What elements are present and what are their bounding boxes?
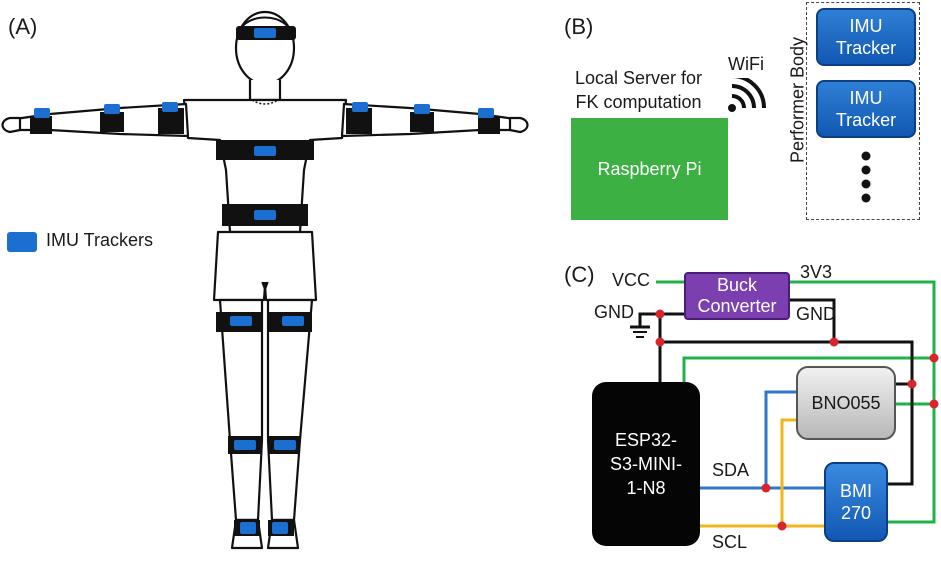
panel-c-label: (C) [564, 262, 595, 287]
legend-tracker-swatch [7, 232, 37, 252]
esp-line1: ESP32- [614, 430, 678, 450]
junction-1 [655, 309, 665, 319]
tracker-head [254, 28, 276, 38]
imu-tracker-2-line2: Tracker [835, 110, 897, 130]
esp32-module: ESP32- S3-MINI- 1-N8 [592, 382, 700, 546]
tracker-right-upperarm [352, 102, 368, 112]
tracker-chest [254, 146, 276, 156]
gnd-line-b [660, 340, 914, 486]
human-body-figure [1, 10, 529, 550]
esp-line3: 1-N8 [626, 478, 666, 498]
bmi-line2: 270 [840, 503, 872, 523]
junction-3 [829, 337, 839, 347]
scl-label: SCL [712, 532, 748, 552]
performer-body-frame [806, 2, 920, 220]
wifi-label: WiFi [728, 54, 764, 74]
imu-tracker-2-line1: IMU [849, 88, 883, 108]
tracker-left-forearm [104, 104, 120, 114]
tracker-left-upperarm [162, 102, 178, 112]
gnd-left-label: GND [594, 302, 634, 322]
scl-to-bno [780, 418, 796, 526]
sda-label: SDA [712, 460, 750, 480]
server-label-line2: FK computation [575, 92, 702, 112]
tracker-right-shin [274, 440, 296, 450]
raspberry-pi-box: Raspberry Pi [571, 118, 728, 220]
bmi-line1: BMI [839, 481, 872, 501]
tracker-waist [254, 210, 276, 220]
tracker-right-ankle [272, 522, 288, 534]
tracker-left-shin [234, 440, 256, 450]
tracker-left-ankle [240, 522, 256, 534]
left-wrist-strap [30, 116, 52, 134]
panel-b-label: (B) [564, 14, 594, 39]
right-forearm-strap [410, 112, 434, 132]
more-trackers-dots [861, 151, 871, 203]
server-label: Local Server for FK computation [575, 66, 702, 114]
junction-5 [929, 353, 939, 363]
gnd-right-label: GND [796, 304, 836, 324]
esp-line2: S3-MINI- [610, 454, 682, 474]
bno055-label: BNO055 [811, 392, 881, 413]
left-forearm-strap [100, 112, 124, 132]
right-hand [508, 116, 529, 134]
tracker-right-forearm [414, 104, 430, 114]
wifi-icon [728, 78, 766, 112]
panel-a-label: (A) [8, 14, 38, 39]
junction-6 [929, 399, 939, 409]
left-hand [1, 116, 22, 134]
bno055-chip: BNO055 [796, 366, 896, 440]
tracker-right-thigh [282, 316, 304, 326]
3v3-label: 3V3 [800, 262, 833, 282]
junction-2 [655, 337, 665, 347]
junction-4 [907, 379, 917, 389]
vcc-label: VCC [612, 270, 651, 290]
legend-label: IMU Trackers [46, 230, 154, 250]
buck-line2: Converter [697, 296, 777, 316]
gnd-right-wire [790, 298, 836, 342]
raspberry-pi-label: Raspberry Pi [597, 158, 702, 179]
server-label-line1: Local Server for [575, 68, 703, 88]
buck-line1: Buck [716, 275, 758, 295]
tracker-left-wrist [34, 108, 50, 118]
green-bno-top [682, 356, 934, 384]
gnd-left-wire [638, 312, 684, 326]
left-upperarm-strap [158, 108, 184, 134]
junction-7 [761, 483, 771, 493]
imu-tracker-1-line1: IMU [849, 16, 883, 36]
junction-8 [777, 521, 787, 531]
tracker-left-thigh [230, 316, 252, 326]
right-wrist-strap [478, 116, 500, 134]
sda-to-bno [764, 390, 796, 488]
imu-tracker-1-line2: Tracker [835, 38, 897, 58]
right-upperarm-strap [346, 108, 372, 134]
tracker-right-wrist [478, 108, 494, 118]
